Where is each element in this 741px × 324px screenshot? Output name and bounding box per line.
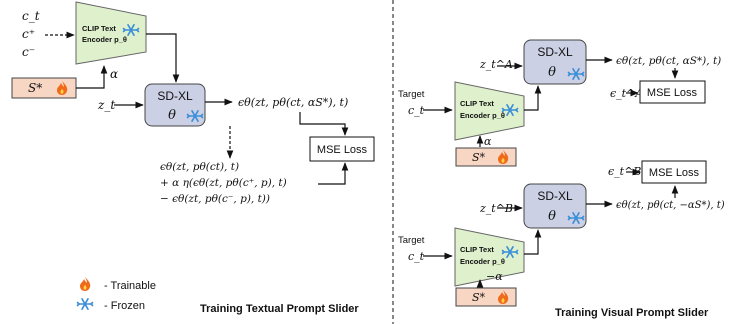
left-mse-box xyxy=(309,136,375,162)
right-top-zt: z_t^A xyxy=(479,58,513,71)
right-top-token: S* xyxy=(472,151,486,164)
input-ct: c_t xyxy=(22,9,40,23)
left-token-arrow xyxy=(76,65,108,89)
left-encoder-to-sdxl-arrow xyxy=(146,33,180,83)
right-top-branch: z_t^A SD-XL θ ϵθ(zt, pθ(ct, αS*), t) ϵ_t… xyxy=(398,39,721,167)
right-bottom-mse-label: MSE Loss xyxy=(649,167,700,179)
right-top-target-label: Target xyxy=(398,89,425,100)
right-bottom-branch: ϵ_t^B MSE Loss SD-XL θ z_t^B ϵθ(zt, pθ(c… xyxy=(398,160,725,319)
right-top-clip-label-2: Encoder p_θ xyxy=(460,111,505,120)
input-cminus: c⁻ xyxy=(22,45,35,59)
left-panel: c_t c⁺ c⁻ CLIP Text Encoder p_θ S* α SD-… xyxy=(11,1,375,315)
legend-trainable-icon xyxy=(80,277,91,291)
right-top-sdxl-param: θ xyxy=(548,65,556,80)
right-top-sdxl-box xyxy=(523,39,587,85)
left-target-to-mse-arrow xyxy=(318,162,349,185)
right-top-sdxl-title: SD-XL xyxy=(537,45,573,59)
right-top-clip-label-1: CLIP Text xyxy=(460,99,494,108)
right-bottom-clip-encoder xyxy=(454,227,525,287)
right-bottom-encoder-to-sdxl-arrow xyxy=(524,229,542,255)
right-bottom-sdxl-param: θ xyxy=(548,209,556,224)
right-bottom-output: ϵθ(zt, pθ(ct, −αS*), t) xyxy=(616,200,725,211)
right-bottom-token: S* xyxy=(472,291,486,304)
left-caption: Training Textual Prompt Slider xyxy=(200,303,359,315)
input-cplus: c⁺ xyxy=(22,27,35,41)
legend-frozen: - Frozen xyxy=(104,300,145,312)
left-target-line-3: − ϵθ(zt, pθ(c⁻, p), t)) xyxy=(160,193,270,205)
right-bottom-ct: c_t xyxy=(408,250,425,263)
left-clip-label-2: Encoder p_θ xyxy=(82,35,127,44)
left-mse-label: MSE Loss xyxy=(317,144,368,156)
right-top-encoder-to-sdxl-arrow xyxy=(524,85,542,111)
left-zt: z_t xyxy=(97,98,115,112)
left-clip-encoder xyxy=(75,1,147,65)
right-bottom-zt: z_t^B xyxy=(479,202,513,215)
right-top-mse-label: MSE Loss xyxy=(647,87,698,99)
left-token: S* xyxy=(28,81,42,95)
legend-trainable: - Trainable xyxy=(104,280,156,292)
right-bottom-mse-box xyxy=(641,160,707,184)
left-alpha: α xyxy=(110,67,118,81)
right-top-ct: c_t xyxy=(408,104,425,117)
left-sdxl-title: SD-XL xyxy=(157,89,193,103)
right-bottom-alpha: −α xyxy=(486,270,503,283)
right-top-mse-box xyxy=(639,80,706,104)
left-target-line-1: ϵθ(zt, pθ(ct), t) xyxy=(160,161,239,173)
right-top-clip-encoder xyxy=(454,81,525,141)
right-bottom-clip-label-1: CLIP Text xyxy=(460,245,494,254)
legend-frozen-icon xyxy=(76,297,94,311)
left-pred-output: ϵθ(zt, pθ(ct, αS*), t) xyxy=(238,96,348,109)
right-caption: Training Visual Prompt Slider xyxy=(555,307,709,319)
right-bottom-target-label: Target xyxy=(398,235,425,246)
right-top-alpha: α xyxy=(484,135,492,148)
left-target-line-2: + α η(ϵθ(zt, pθ(c⁺, p), t) xyxy=(160,177,287,189)
right-bottom-sdxl-box xyxy=(523,183,587,229)
left-clip-label-1: CLIP Text xyxy=(82,24,116,33)
left-sdxl-param: θ xyxy=(168,108,176,123)
right-bottom-sdxl-title: SD-XL xyxy=(537,189,573,203)
right-top-output: ϵθ(zt, pθ(ct, αS*), t) xyxy=(616,55,721,67)
right-bottom-clip-label-2: Encoder p_θ xyxy=(460,257,505,266)
left-pred-to-mse-arrow xyxy=(299,112,349,136)
